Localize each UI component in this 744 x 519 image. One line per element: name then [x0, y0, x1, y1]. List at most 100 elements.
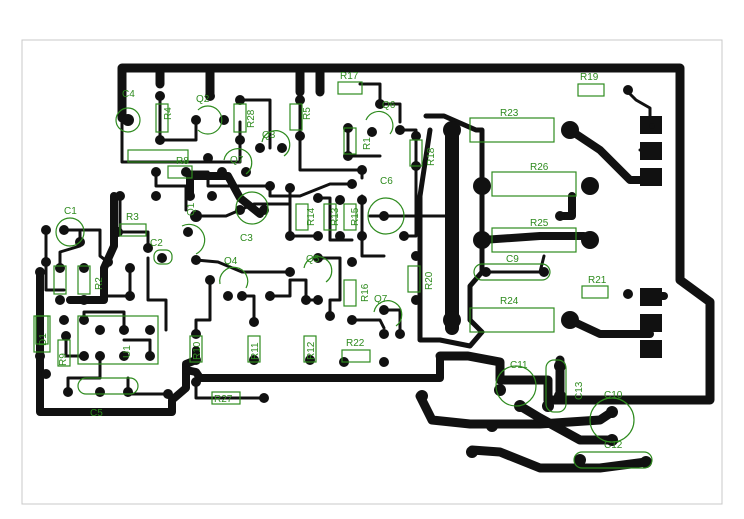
resistor-outline: [323, 203, 337, 231]
resistor-outline: [53, 265, 67, 295]
capacitor-outline: [367, 197, 405, 235]
resistor-outline: [127, 149, 189, 163]
trace: [194, 278, 212, 336]
label-r3: R3: [126, 212, 139, 223]
capacitor-outline: [473, 263, 551, 281]
label-c13: C13: [574, 381, 585, 400]
capacitor-outline: [545, 359, 567, 413]
label-r10: R10: [192, 341, 203, 360]
label-r9: R9: [58, 353, 69, 366]
resistor-outline: [581, 285, 609, 299]
power-resistor-outline: [469, 117, 555, 143]
capacitor-outline: [153, 249, 173, 265]
pad: [555, 211, 565, 221]
label-q1: Q1: [186, 202, 197, 216]
capacitor-outline: [589, 397, 635, 443]
silkscreen: [33, 81, 653, 469]
label-r27: R27: [214, 394, 233, 405]
label-q2: Q2: [196, 94, 210, 105]
label-d1: D1: [38, 333, 49, 346]
capacitor-outline: [115, 107, 141, 133]
label-r12: R12: [306, 341, 317, 360]
ic-outline: [77, 315, 159, 365]
trace: [268, 278, 320, 302]
resistor-outline: [189, 335, 203, 363]
trace: [316, 256, 342, 318]
trace: [398, 128, 418, 168]
trace: [194, 258, 292, 274]
label-q7-lower: Q7: [374, 294, 388, 305]
resistor-outline: [343, 127, 357, 155]
transistor-outline: [365, 110, 394, 135]
pad: [623, 289, 633, 299]
trace: [146, 256, 168, 332]
trace: [515, 401, 617, 445]
sheet-frame: [21, 39, 723, 505]
pad: [640, 288, 662, 306]
label-r11: R11: [250, 342, 261, 360]
pad: [640, 142, 662, 160]
label-c5: C5: [90, 408, 103, 419]
label-r8: R8: [176, 156, 189, 167]
label-q3: Q3: [262, 130, 276, 141]
transistor-outline: [303, 256, 333, 283]
transistor-outline: [197, 105, 223, 135]
trace: [194, 380, 266, 400]
label-q6: Q6: [382, 100, 396, 111]
component-labels: R4 Q2 R28 R5 R17 Q6 R19 Q3 R8 Q7 R1 C6 R…: [38, 71, 623, 451]
transistor-outline: [181, 223, 206, 255]
pad: [561, 121, 579, 139]
pad: [640, 314, 662, 332]
label-r28: R28: [246, 109, 257, 128]
resistor-outline: [233, 103, 247, 133]
trace: [478, 232, 588, 244]
trace: [423, 113, 485, 189]
trace: [186, 172, 264, 218]
trace: [106, 266, 132, 298]
label-c3: C3: [240, 233, 253, 244]
resistor-outline: [303, 335, 317, 363]
diode-outline: [33, 315, 51, 353]
resistor-outline: [337, 81, 363, 95]
trace: [58, 230, 82, 270]
label-r4: R4: [163, 107, 174, 120]
pad: [581, 177, 599, 195]
label-r19: R19: [580, 72, 599, 83]
trace: [182, 352, 444, 382]
label-r2: R2: [94, 277, 105, 290]
capacitor-outline: [55, 217, 85, 247]
trace: [566, 126, 656, 184]
pad: [481, 267, 491, 277]
label-c2: C2: [150, 238, 163, 249]
pads: [35, 85, 662, 468]
label-c12: C12: [604, 440, 623, 451]
trace: [122, 338, 152, 358]
trace: [467, 445, 651, 473]
transistor-outline: [223, 148, 253, 175]
pad: [443, 121, 461, 139]
pad: [539, 267, 549, 277]
label-q7-upper: Q7: [230, 155, 244, 166]
trace: [435, 351, 553, 405]
label-r5: R5: [302, 107, 313, 120]
label-r1: R1: [362, 137, 373, 150]
resistor-outline: [343, 203, 357, 231]
resistor-outline: [295, 203, 309, 231]
pad: [649, 123, 655, 129]
label-r23: R23: [500, 108, 519, 119]
label-u1: U1: [122, 345, 133, 358]
label-r18: R18: [426, 147, 437, 166]
label-q4: Q4: [224, 256, 238, 267]
trace: [348, 318, 386, 330]
label-r14: R14: [306, 207, 317, 226]
resistor-outline: [211, 391, 241, 405]
label-c4: C4: [122, 89, 135, 100]
capacitor-outline: [573, 451, 653, 469]
trace: [360, 194, 386, 258]
label-c1: C1: [64, 206, 77, 217]
transistor-outline: [373, 300, 403, 327]
pad: [443, 311, 461, 329]
resistor-outline: [57, 339, 71, 367]
label-q5: Q5: [306, 254, 320, 265]
